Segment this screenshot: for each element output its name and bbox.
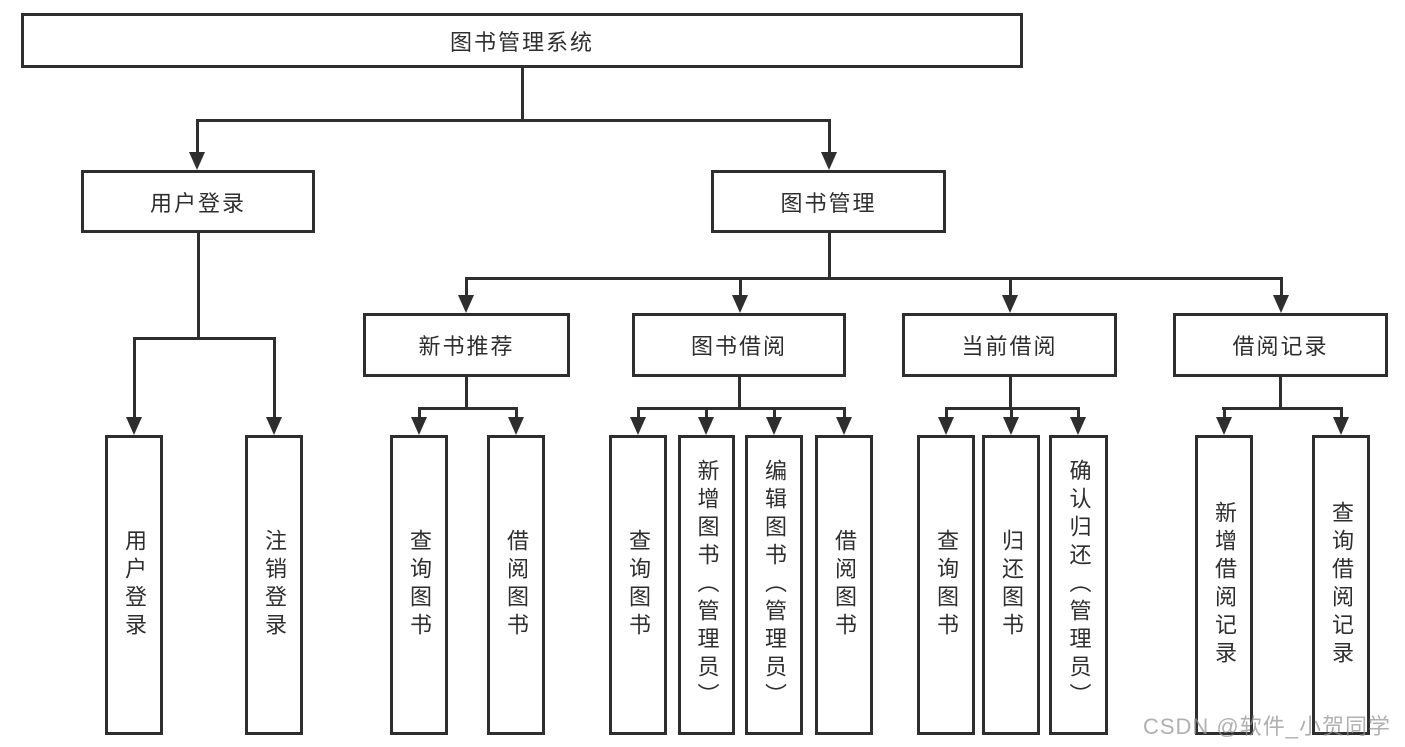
connector-line [133,337,136,419]
arrow-down-icon [126,417,142,435]
arrow-down-icon [508,417,524,435]
connector-line [828,233,831,277]
node-new-book-recommend: 新书推荐 [363,313,570,377]
leaf-confirm-return-admin: 确认归还（管理员） [1049,435,1108,735]
leaf-return-books: 归还图书 [982,435,1040,735]
arrow-down-icon [698,417,714,435]
connector-line [1010,407,1013,419]
leaf-borrow-books-borrow: 借阅图书 [815,435,873,735]
arrow-down-icon [630,417,646,435]
connector-line [1009,277,1012,299]
leaf-query-books-current: 查询图书 [917,435,975,735]
connector-line [133,337,276,340]
arrow-down-icon [458,295,474,313]
node-current-borrow: 当前借阅 [902,313,1117,377]
csdn-watermark: CSDN @软件_小贺同学 [1142,714,1391,739]
connector-line [1223,407,1226,419]
connector-line [418,407,518,410]
arrow-down-icon [411,417,427,435]
node-borrow-records: 借阅记录 [1173,313,1388,377]
leaf-user-login: 用户登录 [105,435,163,735]
connector-line [1077,407,1080,419]
connector-line [1222,407,1343,410]
connector-line [196,119,199,154]
connector-line [197,233,200,337]
connector-line [273,337,276,419]
connector-line [465,377,468,407]
arrow-down-icon [1002,295,1018,313]
connector-line [773,407,776,419]
connector-line [1340,407,1343,419]
connector-line [828,119,831,154]
arrow-down-icon [1333,417,1349,435]
connector-line [515,407,518,419]
arrow-down-icon [266,417,282,435]
connector-line [945,407,948,419]
connector-line [521,68,524,121]
leaf-query-books-newbook: 查询图书 [390,435,448,735]
leaf-borrow-books-newbook: 借阅图书 [487,435,545,735]
arrow-down-icon [1003,417,1019,435]
connector-line [705,407,708,419]
connector-line [843,407,846,419]
connector-line [1009,377,1012,407]
node-book-management: 图书管理 [711,170,946,233]
leaf-query-borrow-record: 查询借阅记录 [1312,435,1370,735]
leaf-edit-books-admin: 编辑图书（管理员） [745,435,803,735]
arrow-down-icon [766,417,782,435]
arrow-down-icon [938,417,954,435]
connector-line [1279,377,1282,407]
leaf-query-books-borrow: 查询图书 [609,435,667,735]
connector-line [738,377,741,407]
node-user-login: 用户登录 [81,170,315,233]
leaf-add-borrow-record: 新增借阅记录 [1195,435,1253,735]
connector-line [637,407,640,419]
arrow-down-icon [1273,295,1289,313]
leaf-logout: 注销登录 [245,435,303,735]
arrow-down-icon [836,417,852,435]
node-root: 图书管理系统 [21,13,1023,68]
arrow-down-icon [189,152,205,170]
connector-line [1280,277,1283,299]
leaf-add-books-admin: 新增图书（管理员） [678,435,735,735]
arrow-down-icon [821,152,837,170]
connector-line [637,407,845,410]
node-book-borrow: 图书借阅 [632,313,846,377]
connector-line [465,277,1282,280]
connector-line [465,277,468,299]
arrow-down-icon [732,295,748,313]
connector-line [418,407,421,419]
connector-line [739,277,742,299]
connector-line [196,119,831,122]
arrow-down-icon [1216,417,1232,435]
arrow-down-icon [1070,417,1086,435]
